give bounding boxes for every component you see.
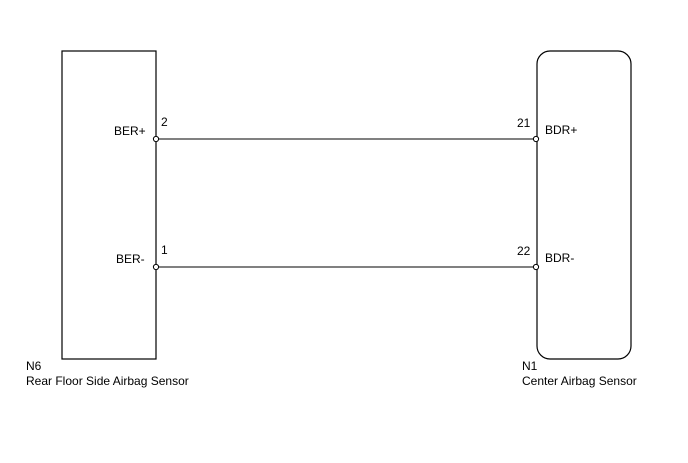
- terminal-n1-pin-21: [532, 135, 540, 143]
- signal-label-ber-plus: BER+: [114, 124, 146, 138]
- terminal-n6-pin-2: [152, 135, 160, 143]
- pin-number-1: 1: [161, 243, 168, 257]
- pin-number-2: 2: [161, 115, 168, 129]
- signal-label-bdr-plus: BDR+: [545, 123, 578, 137]
- terminal-n1-pin-22: [532, 263, 540, 271]
- terminal-n6-pin-1: [152, 263, 160, 271]
- right-component-name: Center Airbag Sensor: [522, 374, 637, 388]
- left-component-code: N6: [26, 359, 42, 373]
- signal-label-bdr-minus: BDR-: [545, 251, 575, 265]
- pin-number-21: 21: [517, 116, 531, 130]
- rear-floor-side-airbag-sensor-box: [61, 50, 157, 360]
- center-airbag-sensor-box: [536, 50, 632, 360]
- left-component-name: Rear Floor Side Airbag Sensor: [26, 374, 189, 388]
- pin-number-22: 22: [517, 244, 531, 258]
- signal-label-ber-minus: BER-: [116, 252, 145, 266]
- right-component-code: N1: [522, 359, 538, 373]
